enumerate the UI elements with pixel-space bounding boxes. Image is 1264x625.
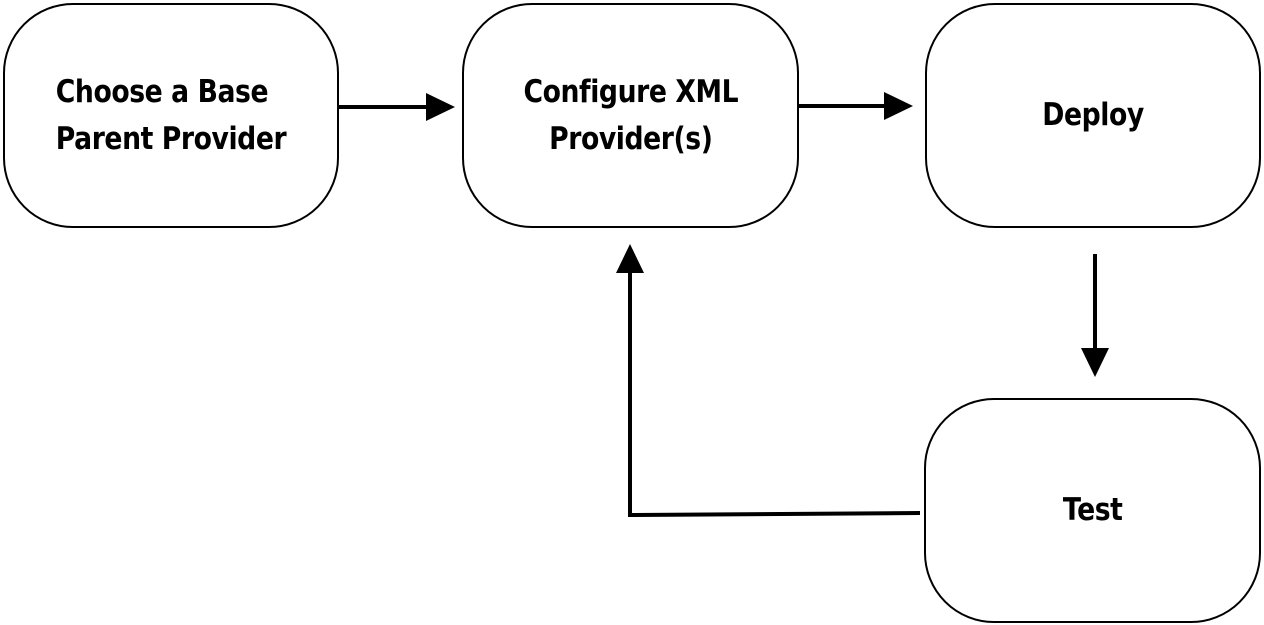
arrow-choose-to-configure — [338, 93, 455, 121]
node-configure-xml-provider: Configure XML Provider(s) — [462, 3, 799, 228]
arrow-test-to-configure — [616, 244, 921, 518]
node-configure-label-line1: Configure XML — [523, 73, 738, 110]
node-configure-label-line2: Provider(s) — [548, 120, 713, 157]
node-configure-label: Configure XML Provider(s) — [523, 69, 738, 163]
node-choose-label-line1: Choose a Base — [55, 73, 269, 110]
node-deploy: Deploy — [925, 3, 1261, 228]
node-choose-label: Choose a Base Parent Provider — [55, 69, 287, 163]
node-deploy-label: Deploy — [1042, 97, 1144, 133]
arrow-deploy-to-test — [1081, 254, 1109, 377]
arrow-configure-to-deploy — [798, 92, 913, 120]
node-choose-base-parent-provider: Choose a Base Parent Provider — [3, 3, 339, 228]
node-choose-label-line2: Parent Provider — [55, 120, 287, 157]
node-test: Test — [924, 398, 1261, 623]
node-test-label: Test — [1062, 492, 1123, 528]
